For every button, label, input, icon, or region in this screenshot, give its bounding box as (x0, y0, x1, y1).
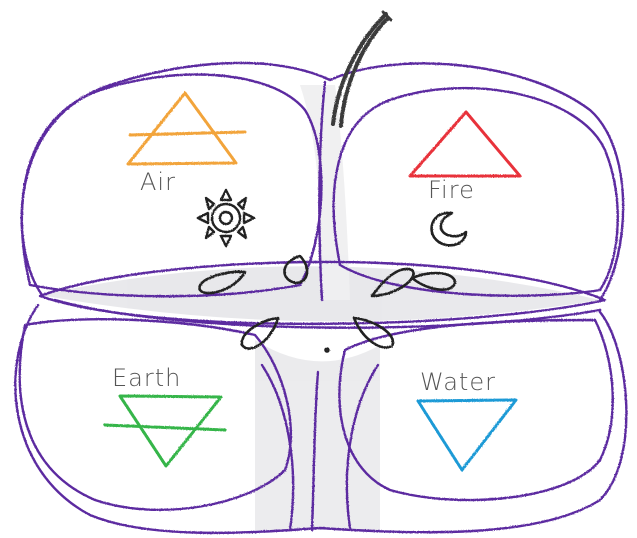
earth-label: Earth (112, 364, 181, 392)
crescent-moon-icon (432, 213, 466, 245)
air-triangle-icon (128, 93, 245, 164)
earth-triangle-icon (105, 396, 225, 466)
core-dot (326, 349, 329, 352)
sun-icon (198, 190, 254, 246)
fire-chamber (334, 88, 618, 296)
fire-label: Fire (428, 176, 475, 204)
water-label: Water (420, 368, 496, 396)
water-triangle-icon (418, 400, 516, 470)
fire-triangle-icon (410, 112, 520, 176)
air-label: Air (140, 168, 176, 196)
